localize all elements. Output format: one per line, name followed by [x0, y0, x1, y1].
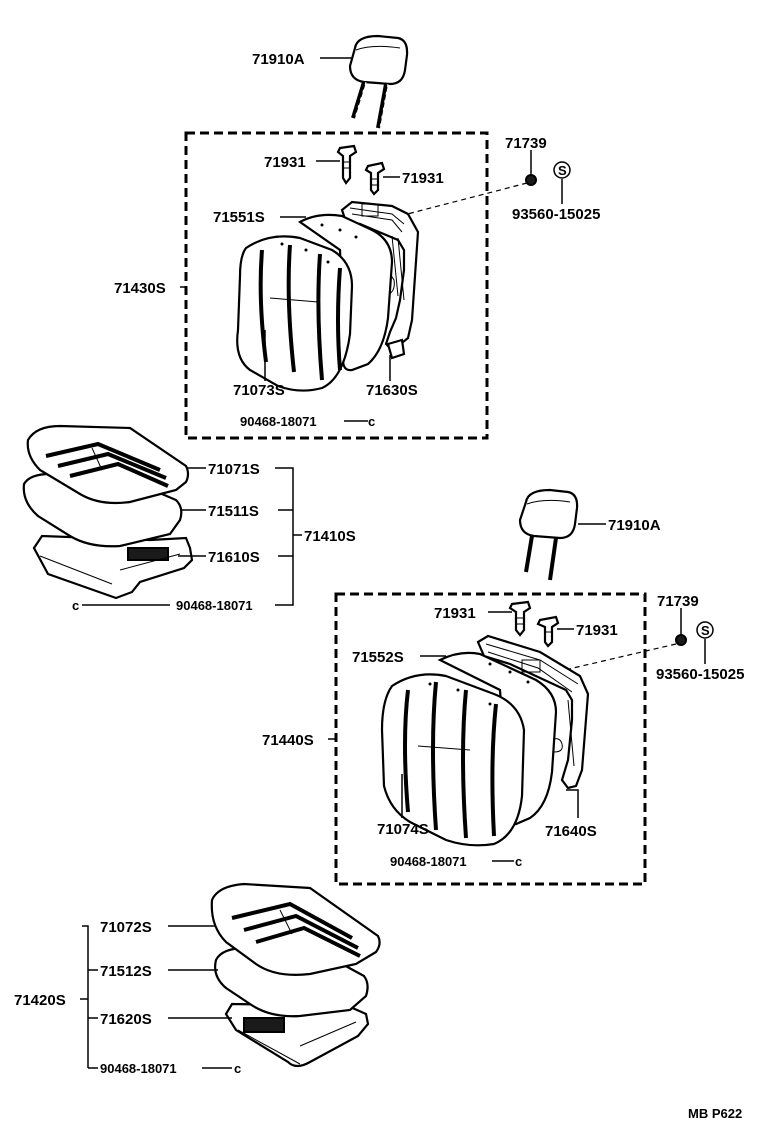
nut-upper[interactable] [525, 174, 537, 186]
seat-cushion-group-1: 71071S 71511S 71610S 71410S c 90468-1807… [22, 424, 356, 613]
hogring-symbol-upper: c [368, 414, 375, 429]
seat-cushion-group-2: 71072S 71512S 71620S 71420S 90468-18071 … [14, 882, 381, 1076]
label-back-assy-lower: 71440S [262, 732, 314, 749]
label-cushion-hogring-1: 90468-18071 [176, 598, 253, 613]
cushion-frame-2[interactable] [224, 1002, 370, 1068]
hogring-symbol-cushion-2: c [234, 1061, 241, 1076]
label-headrest-lower: 71910A [608, 517, 661, 534]
label-cushion-frame-2: 71620S [100, 1011, 152, 1028]
headrest-upper[interactable] [348, 34, 409, 129]
washer-lower-s-symbol: S [696, 621, 714, 639]
cushion-cover-1[interactable] [26, 424, 190, 505]
clip-lower-left[interactable] [508, 600, 532, 637]
label-cushion-pad-2: 71512S [100, 963, 152, 980]
cushion-cover-2[interactable] [210, 882, 381, 976]
lower-seatback-group: 71910A 71440S 71931 71931 71739 S 93560-… [262, 488, 744, 886]
label-hogring-lower: 90468-18071 [390, 854, 467, 869]
label-cushion-cover-2: 71072S [100, 919, 152, 936]
seatback-cover-upper[interactable] [236, 235, 354, 392]
label-pad-lower: 71640S [545, 823, 597, 840]
seatback-assembly-box-upper [184, 131, 489, 440]
seatback-frame-lower[interactable] [476, 634, 590, 790]
clip-upper-left[interactable] [336, 144, 358, 185]
page-code: MB P622 [688, 1106, 742, 1121]
label-pad-upper: 71630S [366, 382, 418, 399]
label-cover-upper: 71073S [233, 382, 285, 399]
clip-lower-right[interactable] [536, 615, 560, 648]
label-cushion-hogring-2: 90468-18071 [100, 1061, 177, 1076]
hogring-symbol-lower: c [515, 854, 522, 869]
label-nut-lower: 71739 [657, 593, 699, 610]
hogring-symbol-cushion-1: c [72, 598, 79, 613]
label-frame-upper: 71551S [213, 209, 265, 226]
label-headrest-upper: 71910A [252, 51, 305, 68]
label-clip-upper-left: 71931 [264, 154, 306, 171]
label-washer-upper: 93560-15025 [512, 206, 600, 223]
label-cushion-frame-1: 71610S [208, 549, 260, 566]
label-clip-lower-left: 71931 [434, 605, 476, 622]
washer-upper-s-symbol: S [553, 161, 571, 179]
headrest-lower[interactable] [518, 488, 579, 581]
label-clip-upper-right: 71931 [402, 170, 444, 187]
label-washer-lower: 93560-15025 [656, 666, 744, 683]
label-nut-upper: 71739 [505, 135, 547, 152]
label-cushion-assy-2: 71420S [14, 992, 66, 1009]
label-hogring-upper: 90468-18071 [240, 414, 317, 429]
seatback-cover-lower[interactable] [380, 673, 526, 847]
label-cushion-pad-1: 71511S [208, 503, 259, 520]
svg-text:S: S [558, 163, 567, 178]
svg-text:S: S [701, 623, 710, 638]
nut-lower[interactable] [675, 634, 687, 646]
seatback-frame-upper[interactable] [340, 200, 420, 360]
clip-upper-right[interactable] [364, 161, 386, 196]
upper-seatback-group: 71910A 71430S 71931 71931 71739 S 93560-… [114, 34, 600, 440]
label-cushion-assy-1: 71410S [304, 528, 356, 545]
label-back-assy-upper: 71430S [114, 280, 166, 297]
label-frame-lower: 71552S [352, 649, 404, 666]
label-cushion-cover-1: 71071S [208, 461, 260, 478]
label-clip-lower-right: 71931 [576, 622, 618, 639]
label-cover-lower: 71074S [377, 821, 429, 838]
